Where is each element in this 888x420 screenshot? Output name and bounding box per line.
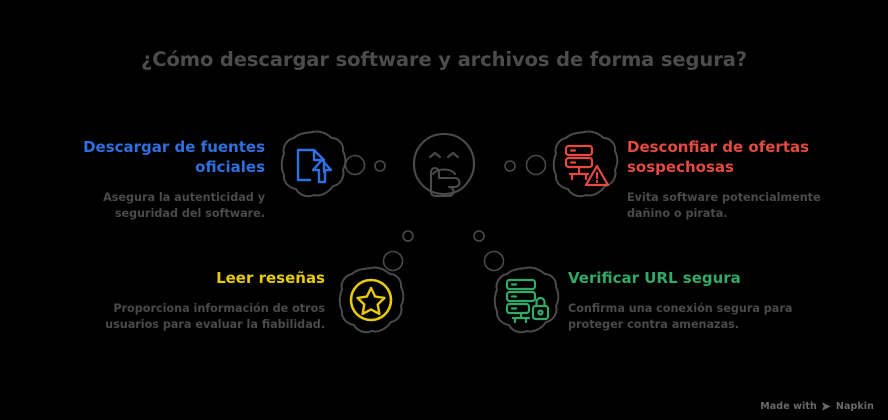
connector-dots-lower-right	[473, 230, 505, 272]
blob-outline	[280, 130, 347, 198]
connector-dots-lower-left	[382, 230, 414, 272]
thinking-face-icon	[404, 126, 484, 206]
server-stand	[511, 311, 531, 324]
branch-official: Descargar de fuentes oficiales Asegura l…	[38, 138, 265, 222]
branch-url-body: Confirma una conexión segura para proteg…	[568, 301, 793, 332]
branch-suspicious-heading: Desconfiar de ofertas sospechosas	[627, 138, 810, 176]
document-upload-icon	[276, 128, 350, 202]
watermark-brand: Napkin	[835, 401, 874, 412]
watermark-made-with: Made with	[760, 401, 817, 412]
server-rack-top	[564, 144, 594, 157]
star-shape	[356, 286, 386, 316]
server-lock-icon	[489, 264, 563, 338]
page-title: ¿Cómo descargar software y archivos de f…	[141, 48, 747, 71]
star-badge-icon	[334, 264, 408, 338]
branch-official-heading: Descargar de fuentes oficiales	[83, 138, 265, 176]
connector-dots-right	[504, 154, 547, 176]
blob-outline	[493, 266, 560, 334]
warning-triangle	[584, 164, 610, 187]
branch-reviews: Leer reseñas Proporciona información de …	[85, 269, 325, 333]
branch-reviews-body: Proporciona información de otros usuario…	[105, 301, 325, 332]
server-rack-mid	[505, 290, 537, 303]
branch-url: Verificar URL segura Confirma una conexi…	[568, 269, 803, 333]
branch-url-heading: Verificar URL segura	[568, 269, 741, 287]
blob-outline	[552, 130, 619, 198]
padlock-keyhole	[537, 309, 544, 316]
blob-outline	[338, 266, 405, 334]
server-rack-bottom	[505, 302, 531, 315]
branch-reviews-heading: Leer reseñas	[216, 269, 325, 287]
document-shape	[296, 148, 326, 182]
branch-official-body: Asegura la autenticidad y seguridad del …	[103, 190, 265, 220]
badge-circle	[349, 278, 393, 322]
connector-dots-left	[344, 154, 386, 176]
server-rack-top	[505, 278, 537, 291]
server-stand	[568, 165, 590, 181]
upload-arrow	[311, 158, 333, 184]
server-warning-icon	[548, 128, 622, 202]
napkin-logo-icon	[821, 401, 832, 412]
padlock-shackle	[535, 296, 546, 308]
branch-suspicious: Desconfiar de ofertas sospechosas Evita …	[627, 138, 862, 222]
napkin-watermark: Made with Napkin	[760, 401, 874, 412]
branch-suspicious-body: Evita software potencialmente dañino o p…	[627, 190, 821, 220]
padlock-body	[531, 304, 550, 321]
